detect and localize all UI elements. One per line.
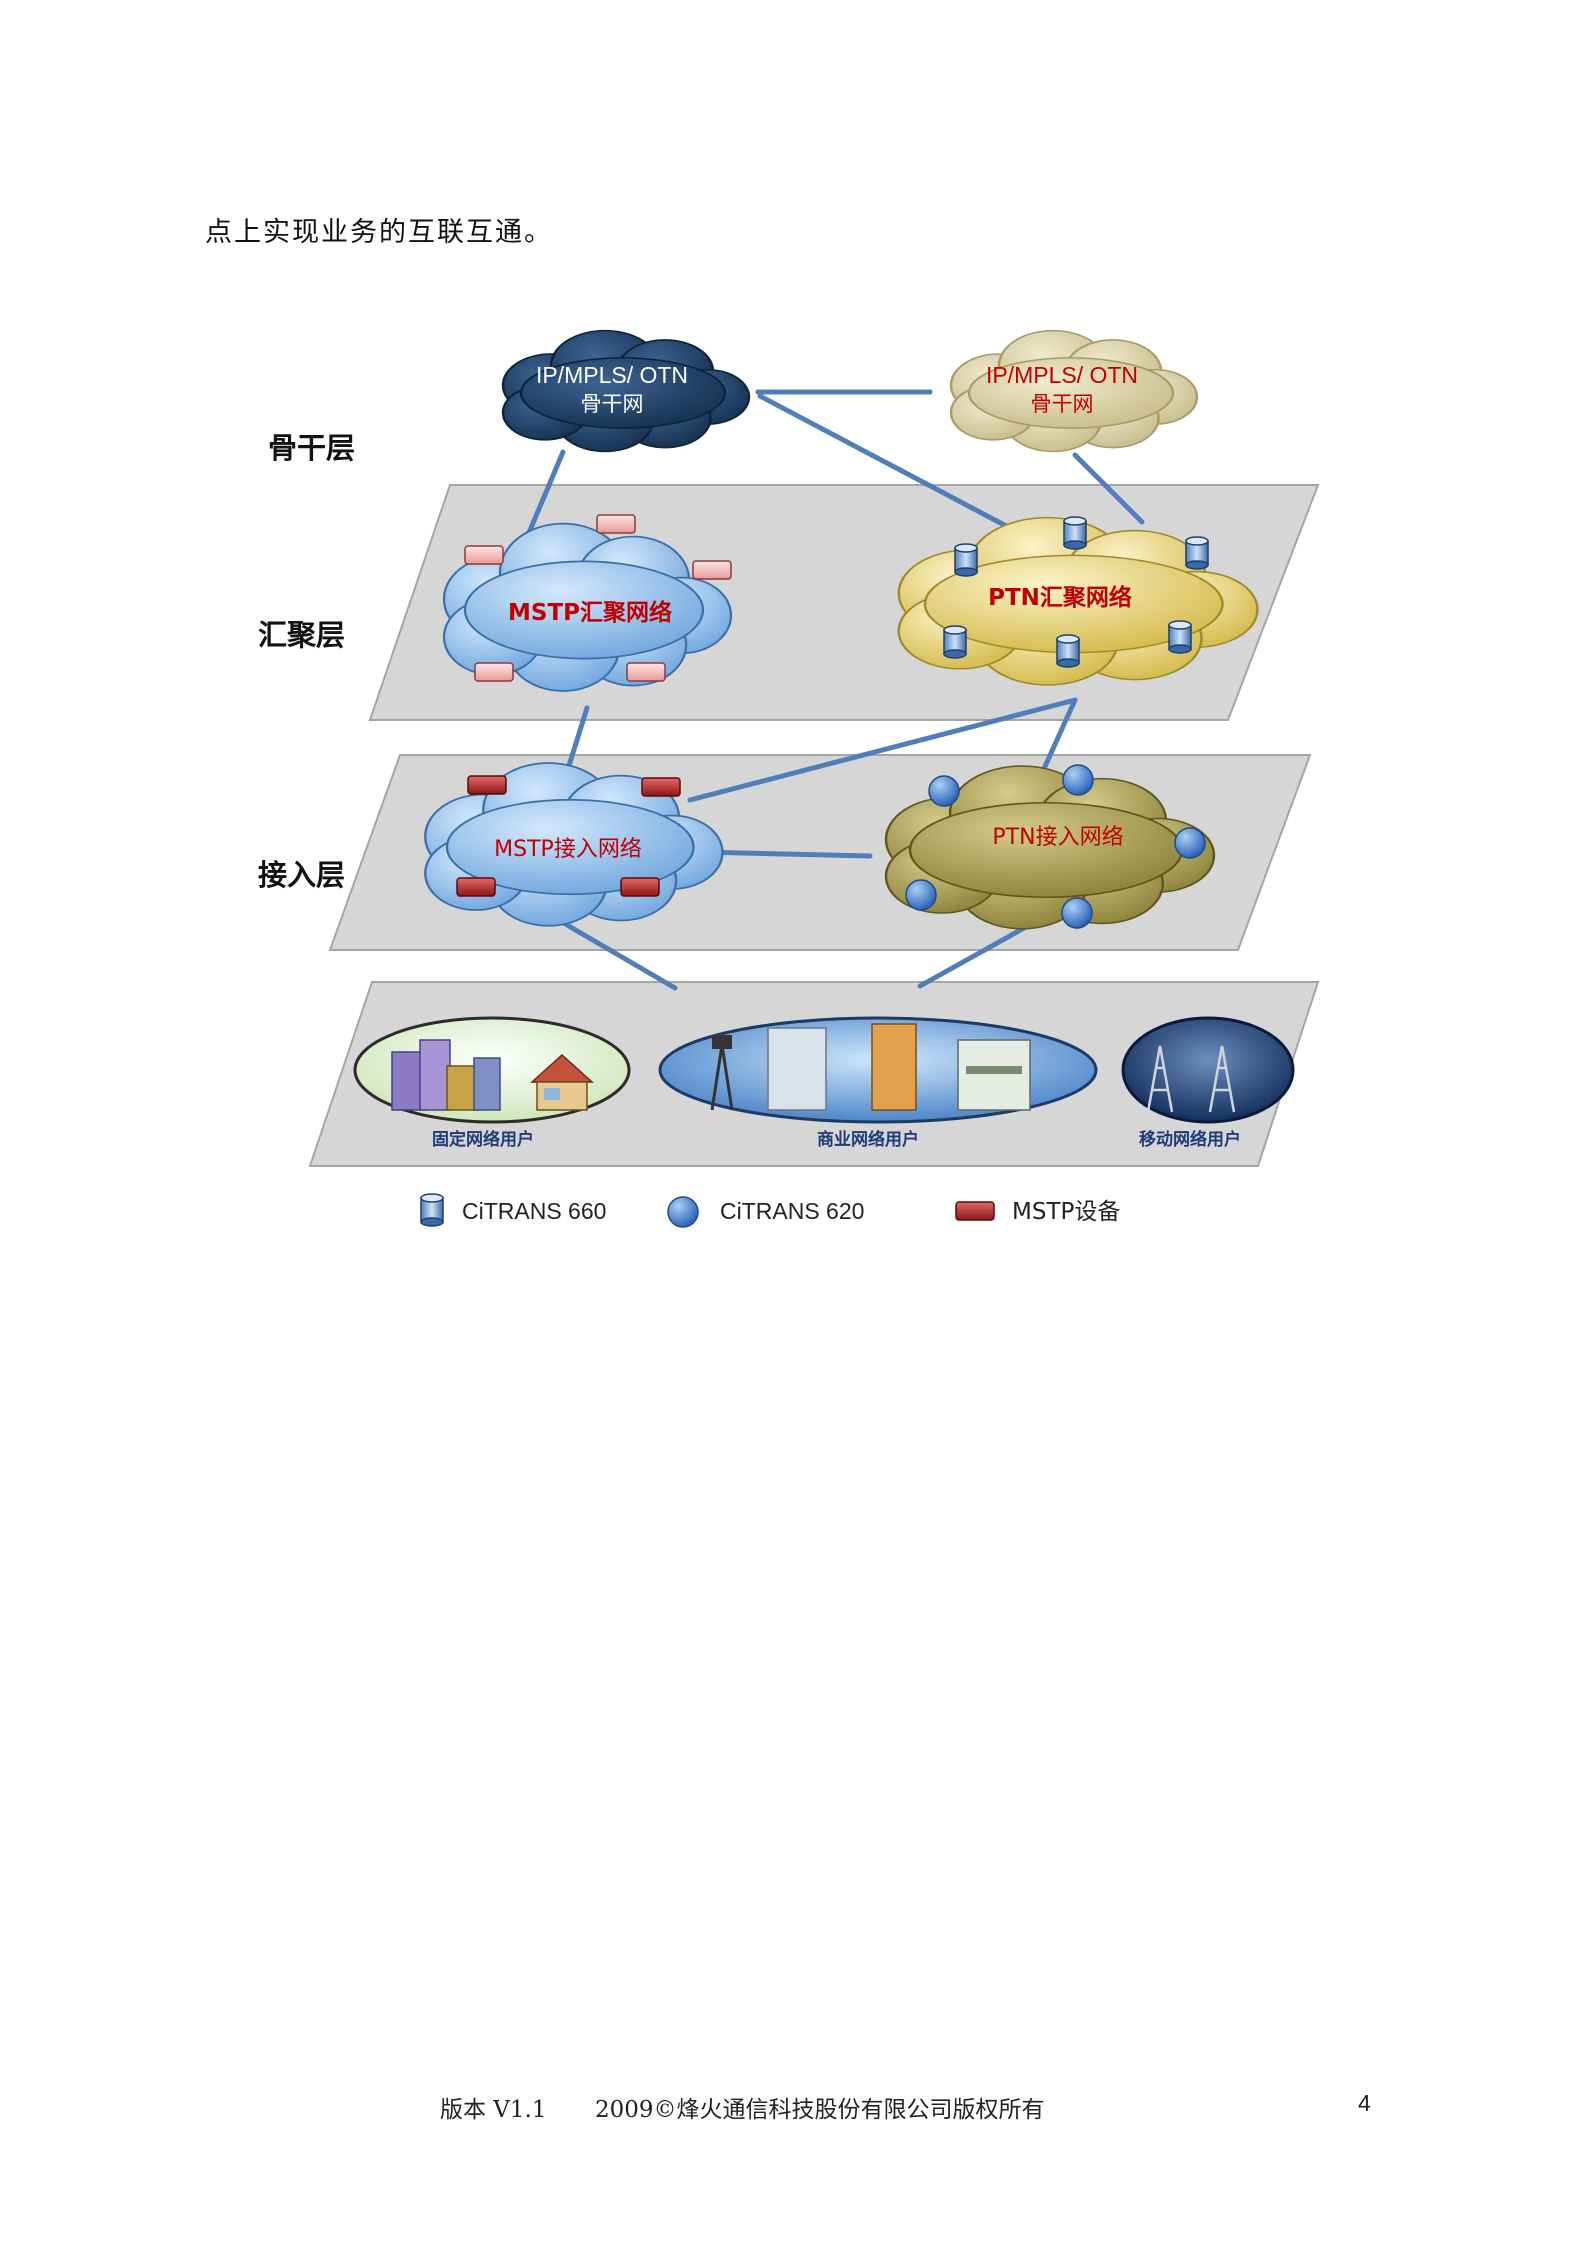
cylinder-icon	[943, 625, 967, 659]
link-backbone-right-to-ptn-agg	[1072, 452, 1145, 525]
network-links	[525, 389, 1145, 991]
backbone-right-cloud-line2: 骨干网	[1031, 392, 1094, 416]
backbone-left-cloud-line2: 骨干网	[581, 392, 644, 416]
layer-label-access: 接入层	[258, 858, 345, 892]
sphere-icon	[905, 879, 937, 911]
mstp-access-label: MSTP接入网络	[494, 837, 642, 862]
business-users-buildings-icon	[710, 1023, 1031, 1111]
mstp-device-icon	[596, 514, 636, 534]
link-mstp-access-to-users	[552, 915, 678, 991]
layer-label-backbone: 骨干层	[268, 431, 355, 465]
cylinder-icon	[1168, 620, 1192, 654]
mstp-aggregation-label: MSTP汇聚网络	[508, 599, 672, 626]
link-backbone-left-to-ptn-agg	[757, 393, 1013, 531]
cylinder-icon	[954, 543, 978, 577]
link-mstp-access-to-ptn-access	[697, 849, 873, 859]
cylinder-icon	[1063, 516, 1087, 550]
footer-copyright: 2009©烽火通信科技股份有限公司版权所有	[595, 2097, 1045, 2123]
cylinder-icon	[420, 1193, 444, 1227]
mstp-device-icon	[692, 560, 732, 580]
cylinder-icon	[1056, 634, 1080, 668]
link-backbone-left-to-mstp-agg	[525, 449, 566, 538]
legend: CiTRANS 660 CiTRANS 620 MSTP设备	[420, 1193, 1120, 1228]
mstp-device-icon	[955, 1201, 995, 1221]
link-mstp-agg-to-mstp-access	[564, 705, 590, 775]
mstp-device-icon	[641, 777, 681, 797]
cylinder-icon	[1185, 536, 1209, 570]
fixed-users-label: 固定网络用户	[432, 1129, 534, 1150]
mstp-device-icon	[456, 877, 496, 897]
layer-label-aggregation: 汇聚层	[258, 618, 345, 652]
mstp-device-icon	[464, 545, 504, 565]
sphere-icon	[1062, 764, 1094, 796]
sphere-icon	[1061, 897, 1093, 929]
mstp-device-icon	[467, 775, 507, 795]
backbone-right-cloud-line1: IP/MPLS/ OTN	[986, 362, 1138, 388]
business-users-label: 商业网络用户	[817, 1129, 919, 1150]
mstp-device-icon	[474, 662, 514, 682]
mobile-users-label: 移动网络用户	[1139, 1129, 1241, 1150]
sphere-icon	[1174, 827, 1206, 859]
sphere-icon	[667, 1196, 699, 1228]
mobile-users-ellipse	[1121, 1016, 1295, 1124]
link-ptn-access-to-users	[917, 919, 1038, 989]
legend-label-citrans-620: CiTRANS 620	[720, 1198, 864, 1224]
mstp-device-icon	[620, 877, 660, 897]
legend-label-mstp: MSTP设备	[1012, 1199, 1120, 1225]
footer-page-number: 4	[1358, 2090, 1371, 2116]
mstp-device-icon	[626, 662, 666, 682]
link-ptn-agg-to-mstp-access	[687, 697, 1078, 803]
footer-version: 版本 V1.1	[440, 2097, 547, 2123]
sphere-icon	[928, 775, 960, 807]
backbone-left-cloud-line1: IP/MPLS/ OTN	[536, 362, 688, 388]
body-paragraph: 点上实现业务的互联互通。	[205, 217, 553, 248]
ptn-access-label: PTN接入网络	[992, 825, 1123, 850]
cell-tower-icon	[1146, 1045, 1236, 1113]
fixed-users-buildings-icon	[391, 1039, 594, 1111]
legend-label-citrans-660: CiTRANS 660	[462, 1198, 606, 1224]
ptn-aggregation-label: PTN汇聚网络	[988, 584, 1132, 611]
